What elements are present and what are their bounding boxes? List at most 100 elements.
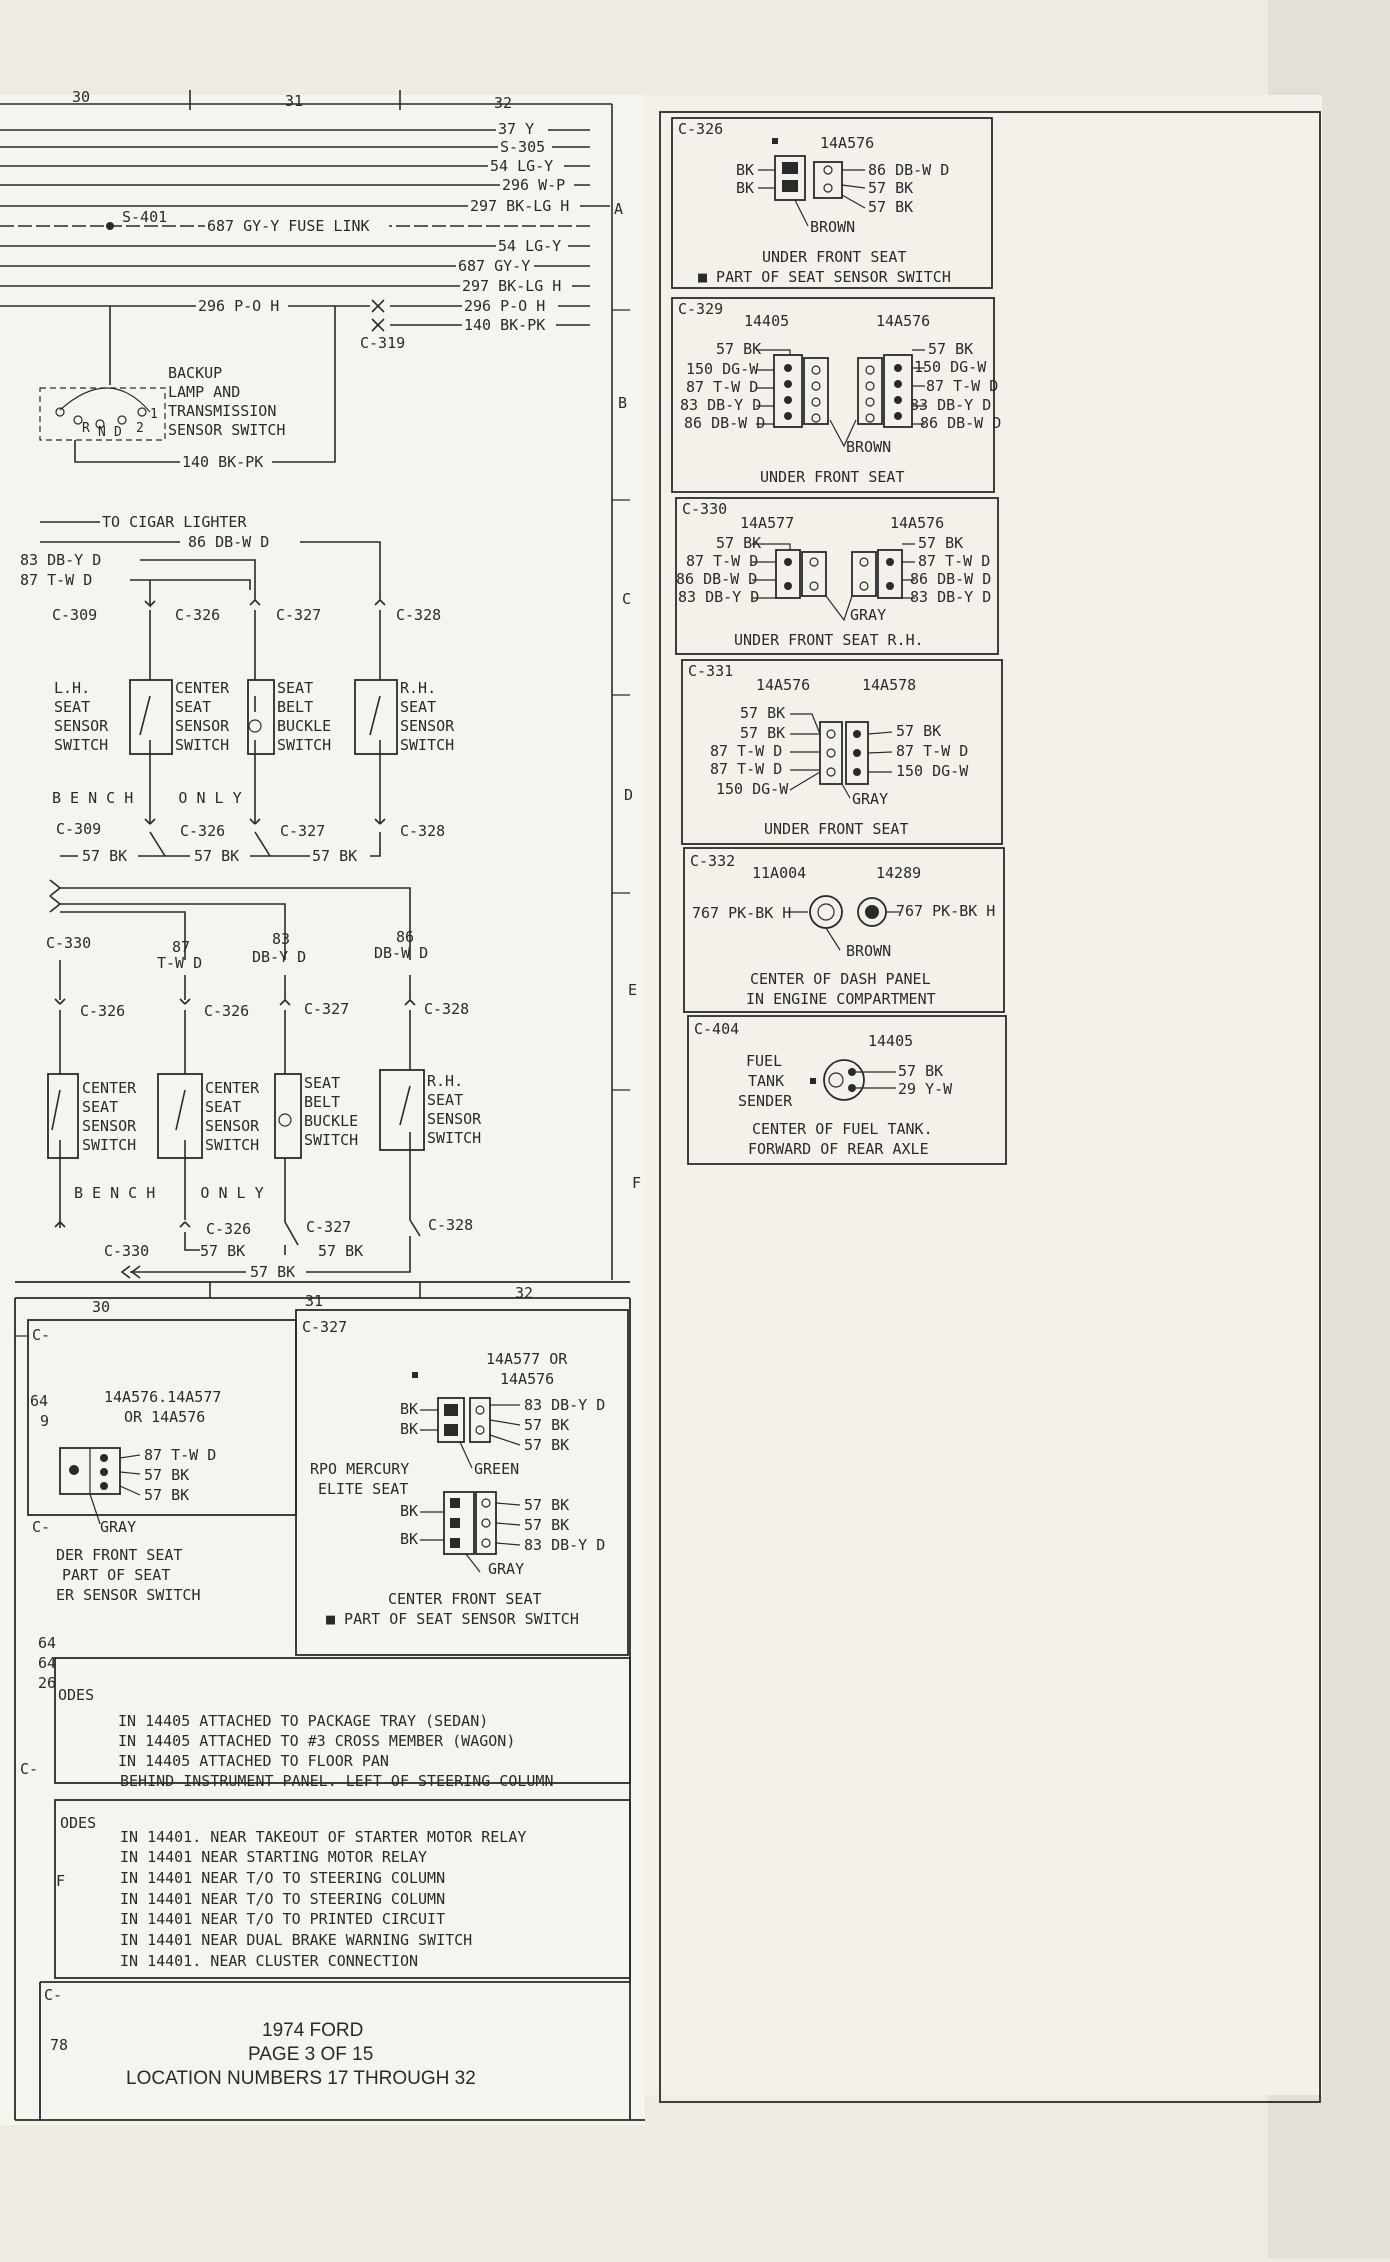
notes2-item-6: IN 14401 NEAR DUAL BRAKE WARNING SWITCH (120, 1931, 472, 1949)
c327-r1-3: 57 BK (524, 1436, 569, 1454)
c331-right-1: 57 BK (896, 722, 941, 740)
b2-w87-code: T-W D (157, 954, 202, 972)
b1-sw4-l1: R.H. (400, 679, 436, 697)
ll-conn-id: C- (32, 1326, 50, 1344)
b2-w86-code: DB-W D (374, 944, 428, 962)
b1-sw3-l2: BELT (277, 698, 313, 716)
b1-conn-c327: C-327 (276, 606, 321, 624)
bot-col-31: 31 (305, 1292, 323, 1310)
wire-37y: 37 Y (498, 120, 534, 138)
wire-s305: S-305 (500, 138, 545, 156)
c330-left-1: 57 BK (716, 534, 761, 552)
c327-r2-3: 83 DB-Y D (524, 1536, 605, 1554)
c328-id: C-326 (678, 120, 723, 138)
backup-lamp-switch: R N D 2 1 BACKUP LAMP AND TRANSMISSION S… (39, 306, 336, 471)
c327-color2: GRAY (488, 1560, 524, 1578)
b2-sw1-l1: CENTER (82, 1079, 137, 1097)
b1-bot-c327: C-327 (280, 822, 325, 840)
c329-right-1: 57 BK (928, 340, 973, 358)
c331-left-4: 87 T-W D (710, 760, 782, 778)
notes-block-2: ODES F IN 14401. NEAR TAKEOUT OF STARTER… (54, 1799, 631, 1979)
c329-right-4: 83 DB-Y D (910, 396, 991, 414)
c328-part: 14A576 (820, 134, 874, 152)
footer-location: LOCATION NUMBERS 17 THROUGH 32 (126, 2068, 476, 2089)
splice-s401: S-401 (122, 208, 167, 226)
b1-sw4-l3: SENSOR (400, 717, 455, 735)
bench-switches-2: C-330 87 T-W D 83 DB-Y D 86 DB-W D C-326… (46, 879, 482, 1281)
row-b: B (618, 394, 627, 412)
c404-left-2: TANK (748, 1072, 784, 1090)
b2-w83-code: DB-Y D (252, 948, 306, 966)
c330-id: C-330 (682, 500, 727, 518)
wire-83dbyd: 83 DB-Y D (20, 551, 101, 569)
ll-margin-c: C- (32, 1518, 50, 1536)
ll-margin-26: 26 (38, 1674, 56, 1692)
c329-loc: UNDER FRONT SEAT (760, 468, 905, 486)
b2-sw4-l1: R.H. (427, 1072, 463, 1090)
c330-right-2: 87 T-W D (918, 552, 990, 570)
connector-c404-box: C-404 14405 FUEL TANK SENDER 57 BK 29 Y-… (687, 1015, 1007, 1165)
notes1-title: ODES (58, 1686, 94, 1704)
c330-right-3: 86 DB-W D (910, 570, 991, 588)
c329-left-1: 57 BK (716, 340, 761, 358)
pos-2: 2 (136, 421, 144, 436)
c332-part-1: 11A004 (752, 864, 806, 882)
b2-sw1-l3: SENSOR (82, 1117, 137, 1135)
row-d: D (624, 786, 633, 804)
b2-w87: 87 (172, 938, 190, 956)
connector-c330-box: C-330 14A577 14A576 57 BK 87 T-W D 86 DB… (675, 497, 999, 655)
c329-left-4: 83 DB-Y D (680, 396, 761, 414)
c331-left-3: 87 T-W D (710, 742, 782, 760)
c329-right-2: 150 DG-W (914, 358, 987, 376)
c329-left-2: 150 DG-W (686, 360, 759, 378)
c329-id: C-329 (678, 300, 723, 318)
c330-part-2: 14A576 (890, 514, 944, 532)
c330-right-4: 83 DB-Y D (910, 588, 991, 606)
b2-conn-c326-b: C-326 (204, 1002, 249, 1020)
notes2-title: ODES (60, 1814, 96, 1832)
notes2-item-1: IN 14401. NEAR TAKEOUT OF STARTER MOTOR … (120, 1828, 526, 1846)
c329-left-5: 86 DB-W D (684, 414, 765, 432)
notes2-item-2: IN 14401 NEAR STARTING MOTOR RELAY (120, 1848, 427, 1866)
b1-gnd-2: 57 BK (194, 847, 239, 865)
b2-sw2-l1: CENTER (205, 1079, 260, 1097)
b1-sw3-l1: SEAT (277, 679, 313, 697)
notes2-item-7: IN 14401. NEAR CLUSTER CONNECTION (120, 1952, 418, 1970)
notes1-item-3: IN 14405 ATTACHED TO FLOOR PAN (118, 1752, 389, 1770)
b2-sw2-l3: SENSOR (205, 1117, 260, 1135)
ll-part-1: 14A576.14A577 (104, 1388, 221, 1406)
wire-87twd: 87 T-W D (20, 571, 92, 589)
c329-part-1: 14405 (744, 312, 789, 330)
wire-54lgy-2: 54 LG-Y (498, 237, 561, 255)
to-cigar-label: TO CIGAR LIGHTER (102, 513, 247, 531)
c327-l2-1: BK (400, 1502, 418, 1520)
ll-wire-1: 87 T-W D (144, 1446, 216, 1464)
b2-sw3-l1: SEAT (304, 1074, 340, 1092)
connector-c327-box: C-327 14A577 OR 14A576 BK BK 83 DB-Y D 5… (295, 1309, 629, 1656)
pos-n: N (98, 425, 106, 440)
ll-wire-2: 57 BK (144, 1466, 189, 1484)
c404-id: C-404 (694, 1020, 739, 1038)
ll-part-2: OR 14A576 (124, 1408, 205, 1426)
notes2-item-4: IN 14401 NEAR T/O TO STEERING COLUMN (120, 1890, 445, 1908)
c404-left-3: SENDER (738, 1092, 793, 1110)
b2-bot-c328: C-328 (428, 1216, 473, 1234)
c332-right: 767 PK-BK H (896, 902, 995, 920)
c327-loc-2: ■ PART OF SEAT SENSOR SWITCH (326, 1610, 579, 1628)
ll-color: GRAY (100, 1518, 136, 1536)
b2-gnd-3: 57 BK (250, 1263, 295, 1281)
wire-687gyy-fuse: 687 GY-Y FUSE LINK (207, 217, 370, 235)
c328-left-1: BK (736, 161, 754, 179)
wire-296poh-left: 296 P-O H (198, 297, 279, 315)
b1-conn-c309: C-309 (52, 606, 97, 624)
b1-bot-c309: C-309 (56, 820, 101, 838)
c332-loc-1: CENTER OF DASH PANEL (750, 970, 931, 988)
b2-sw3-l3: BUCKLE (304, 1112, 358, 1130)
main-sheet (0, 95, 645, 2125)
c331-left-1: 57 BK (740, 704, 785, 722)
backup-label-4: SENSOR SWITCH (168, 421, 285, 439)
pos-r: R (82, 421, 90, 436)
b2-sw3-l2: BELT (304, 1093, 340, 1111)
notes2-item-5: IN 14401 NEAR T/O TO PRINTED CIRCUIT (120, 1910, 445, 1928)
facing-page (642, 95, 1322, 2095)
